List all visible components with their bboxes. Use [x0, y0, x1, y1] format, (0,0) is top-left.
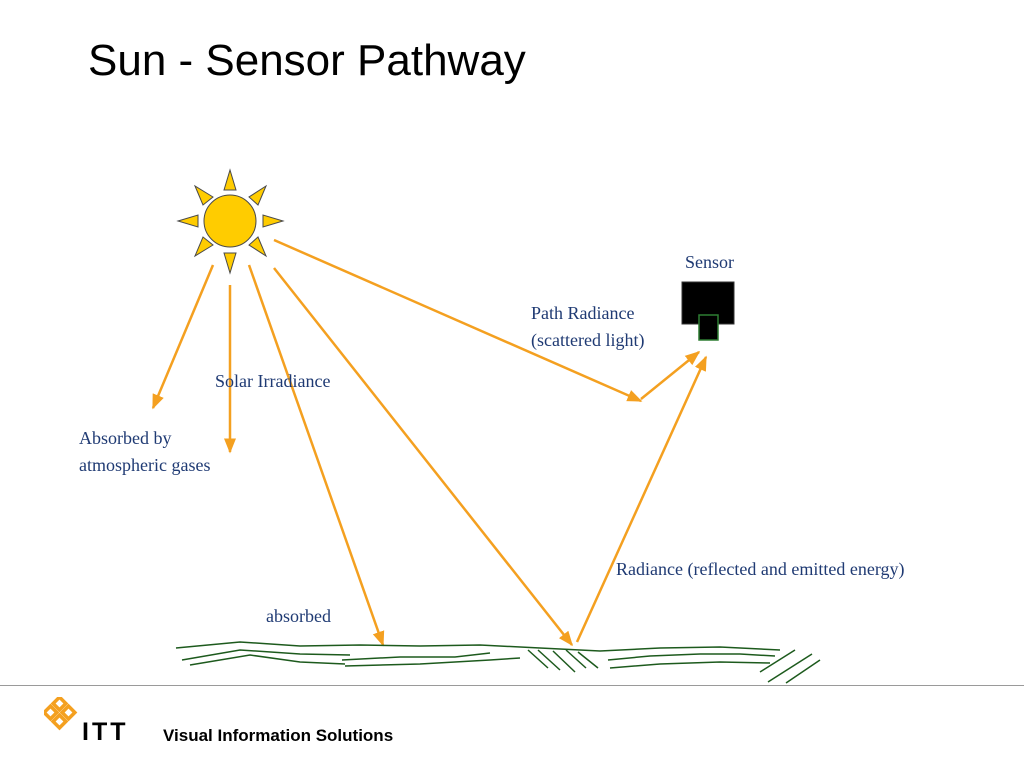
footer-tagline: Visual Information Solutions: [163, 726, 394, 745]
arrow-to-ground-reflect: [273, 267, 573, 647]
ground-surface: [175, 641, 821, 684]
sensor-label: Sensor: [685, 252, 734, 272]
radiance-label: Radiance (reflected and emitted energy): [616, 559, 905, 579]
arrow-absorbed-ground: [247, 264, 385, 647]
absorbed-gases-label-line1: Absorbed by: [79, 428, 172, 448]
itt-logo-icon: [44, 697, 78, 731]
arrow-absorbed-left: [151, 264, 215, 410]
path-radiance-label-line2: (scattered light): [531, 330, 645, 350]
absorbed-gases-label-line2: atmospheric gases: [79, 455, 211, 475]
sun-icon: [176, 168, 285, 275]
sensor-icon: [681, 281, 735, 341]
slide-title: Sun - Sensor Pathway: [88, 36, 526, 85]
solar-irradiance-label: Solar Irradiance: [215, 371, 331, 391]
path-radiance-label-line1: Path Radiance: [531, 303, 635, 323]
arrow-radiance-up: [575, 355, 708, 643]
absorbed-label: absorbed: [266, 606, 331, 626]
footer-brand: ITT: [82, 718, 129, 746]
footer-divider: [0, 685, 1024, 686]
arrow-scatter-up: [640, 351, 701, 400]
arrow-scatter-in: [273, 238, 643, 403]
